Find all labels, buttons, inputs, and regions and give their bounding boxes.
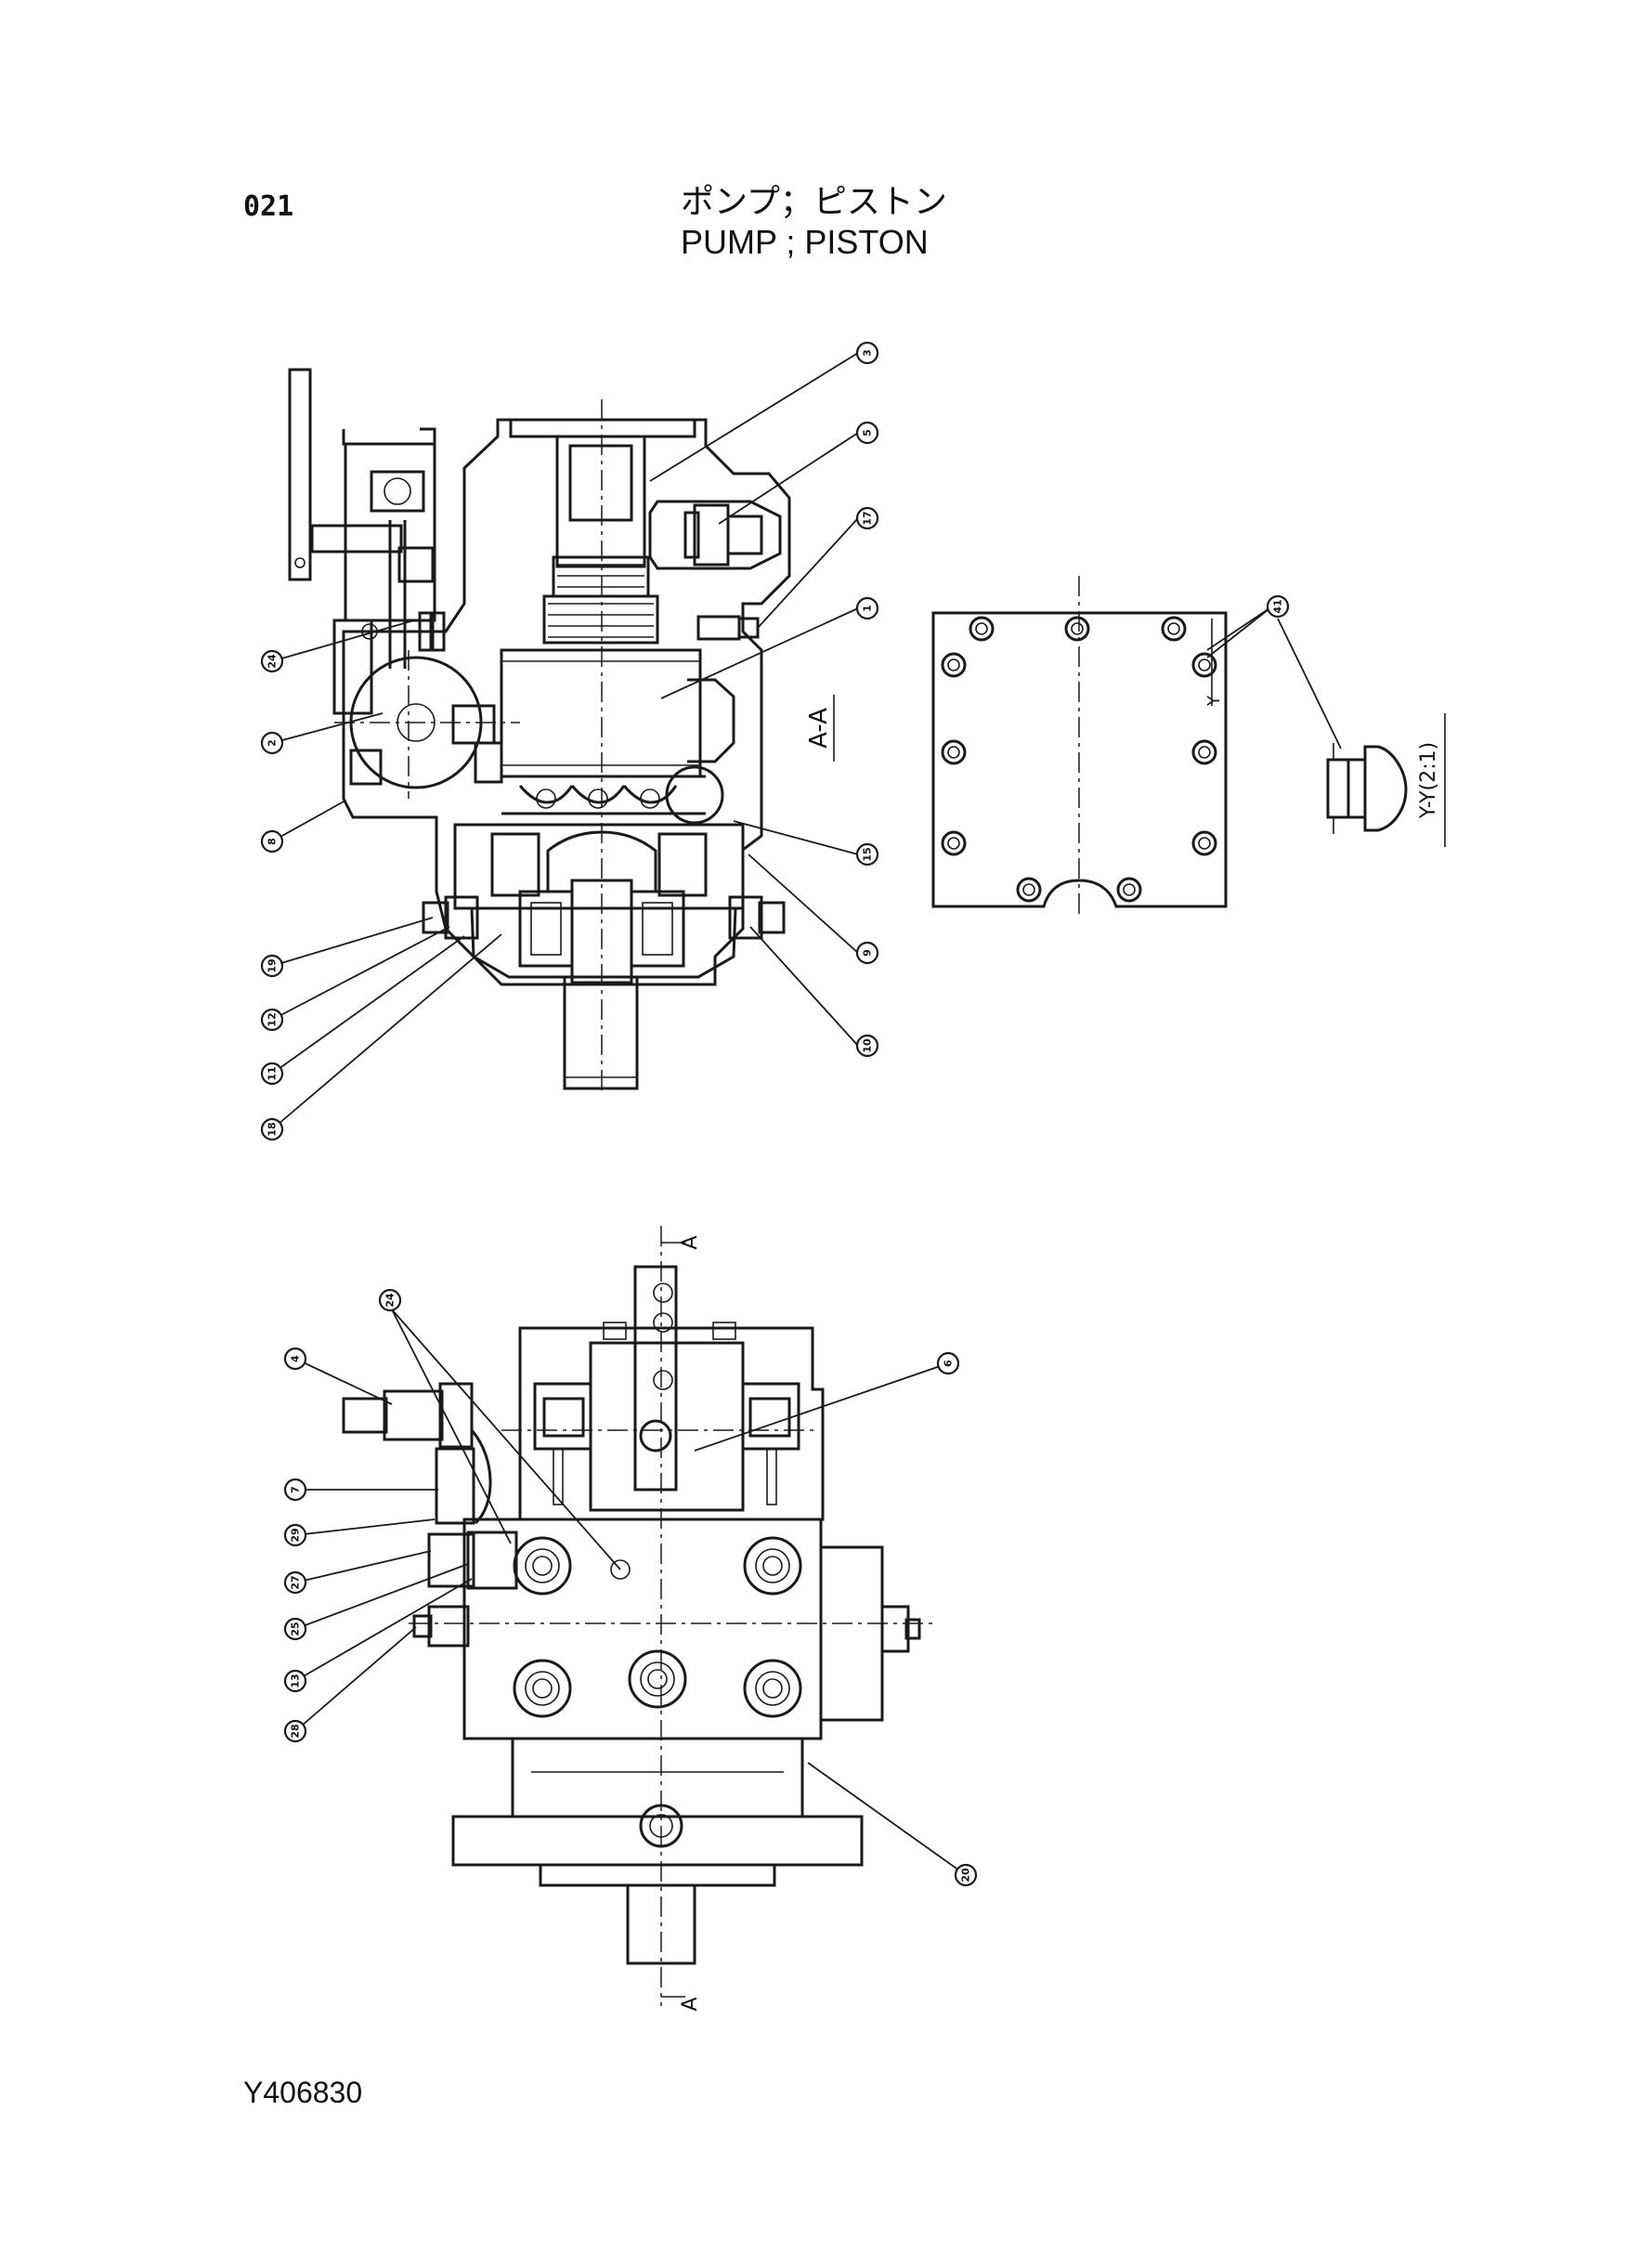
callout-balloon: 6 — [936, 1351, 960, 1375]
detail-label-yy: Y-Y(2:1) — [1417, 742, 1440, 819]
callout-number: 9 — [862, 949, 874, 957]
callout-balloon: 24 — [260, 649, 284, 673]
title-japanese: ポンプ；ピストン — [681, 183, 947, 221]
piston-row — [501, 765, 724, 825]
cut-mark-top: A — [679, 1235, 702, 1249]
callout-number: 11 — [267, 1066, 279, 1080]
callout-number: 4 — [290, 1355, 302, 1362]
callout-number: 18 — [267, 1122, 279, 1136]
callout-number: 28 — [290, 1724, 302, 1738]
upper-section-view: A-A — [288, 368, 835, 1096]
title-english: PUMP ; PISTON — [681, 223, 929, 261]
detail-bolt-holes — [941, 616, 1217, 903]
callout-balloon: 2 — [260, 731, 284, 755]
callout-number: 6 — [943, 1360, 955, 1367]
callout-number: 10 — [862, 1038, 874, 1053]
page-number: 021 — [243, 190, 294, 223]
cut-mark-bottom: A — [679, 1997, 702, 2011]
callout-number: 15 — [862, 847, 874, 861]
callout-balloon: 18 — [260, 1117, 284, 1141]
callout-balloon: 25 — [283, 1617, 307, 1641]
callout-number: 5 — [862, 429, 874, 436]
callout-balloon: 12 — [260, 1008, 284, 1032]
callout-balloon: 4 — [283, 1347, 307, 1371]
detail-view-yy: Y Y-Y(2:1) — [931, 576, 1446, 919]
callout-balloon: 29 — [283, 1523, 307, 1547]
callout-number: 7 — [290, 1486, 302, 1493]
leader-lines — [271, 352, 1342, 1876]
callout-balloon: 5 — [855, 421, 879, 445]
callout-number: 12 — [267, 1012, 279, 1026]
callout-balloon: 41 — [1266, 594, 1290, 619]
callout-number: 13 — [290, 1674, 302, 1687]
callout-balloons: 3 5 17 1 24 2 8 15 9 10 12 11 18 19 41 2… — [260, 341, 1290, 1887]
callout-number: 27 — [290, 1575, 302, 1589]
callout-balloon: 13 — [283, 1669, 307, 1693]
callout-number: 24 — [384, 1293, 397, 1308]
callout-balloon: 17 — [855, 506, 879, 530]
callout-balloon: 24 — [378, 1288, 402, 1312]
callout-balloon: 1 — [855, 596, 879, 620]
callout-number: 1 — [862, 605, 874, 612]
callout-balloon: 19 — [260, 954, 284, 978]
callout-number: 8 — [267, 838, 279, 845]
section-label-aa: A-A — [805, 708, 833, 749]
callout-number: 29 — [290, 1528, 302, 1542]
callout-number: 2 — [267, 739, 279, 747]
y-mark: Y — [1204, 695, 1224, 707]
callout-balloon: 7 — [283, 1478, 307, 1502]
callout-number: 24 — [267, 654, 279, 669]
callout-number: 19 — [267, 958, 279, 972]
callout-balloon: 20 — [954, 1863, 978, 1887]
callout-number: 41 — [1272, 599, 1284, 613]
callout-balloon: 28 — [283, 1719, 307, 1743]
callout-balloon: 3 — [855, 341, 879, 365]
callout-balloon: 15 — [855, 842, 879, 866]
callout-balloon: 27 — [283, 1570, 307, 1595]
callout-balloon: 8 — [260, 829, 284, 853]
callout-balloon: 9 — [855, 941, 879, 965]
callout-number: 25 — [290, 1622, 302, 1635]
callout-balloon: 10 — [855, 1034, 879, 1058]
callout-balloon: 11 — [260, 1062, 284, 1086]
callout-number: 20 — [960, 1868, 972, 1883]
callout-number: 17 — [862, 511, 874, 525]
lower-exterior-view: A A — [342, 1226, 932, 2012]
callout-number: 3 — [862, 349, 874, 357]
drawing-number: Y406830 — [243, 2076, 363, 2109]
